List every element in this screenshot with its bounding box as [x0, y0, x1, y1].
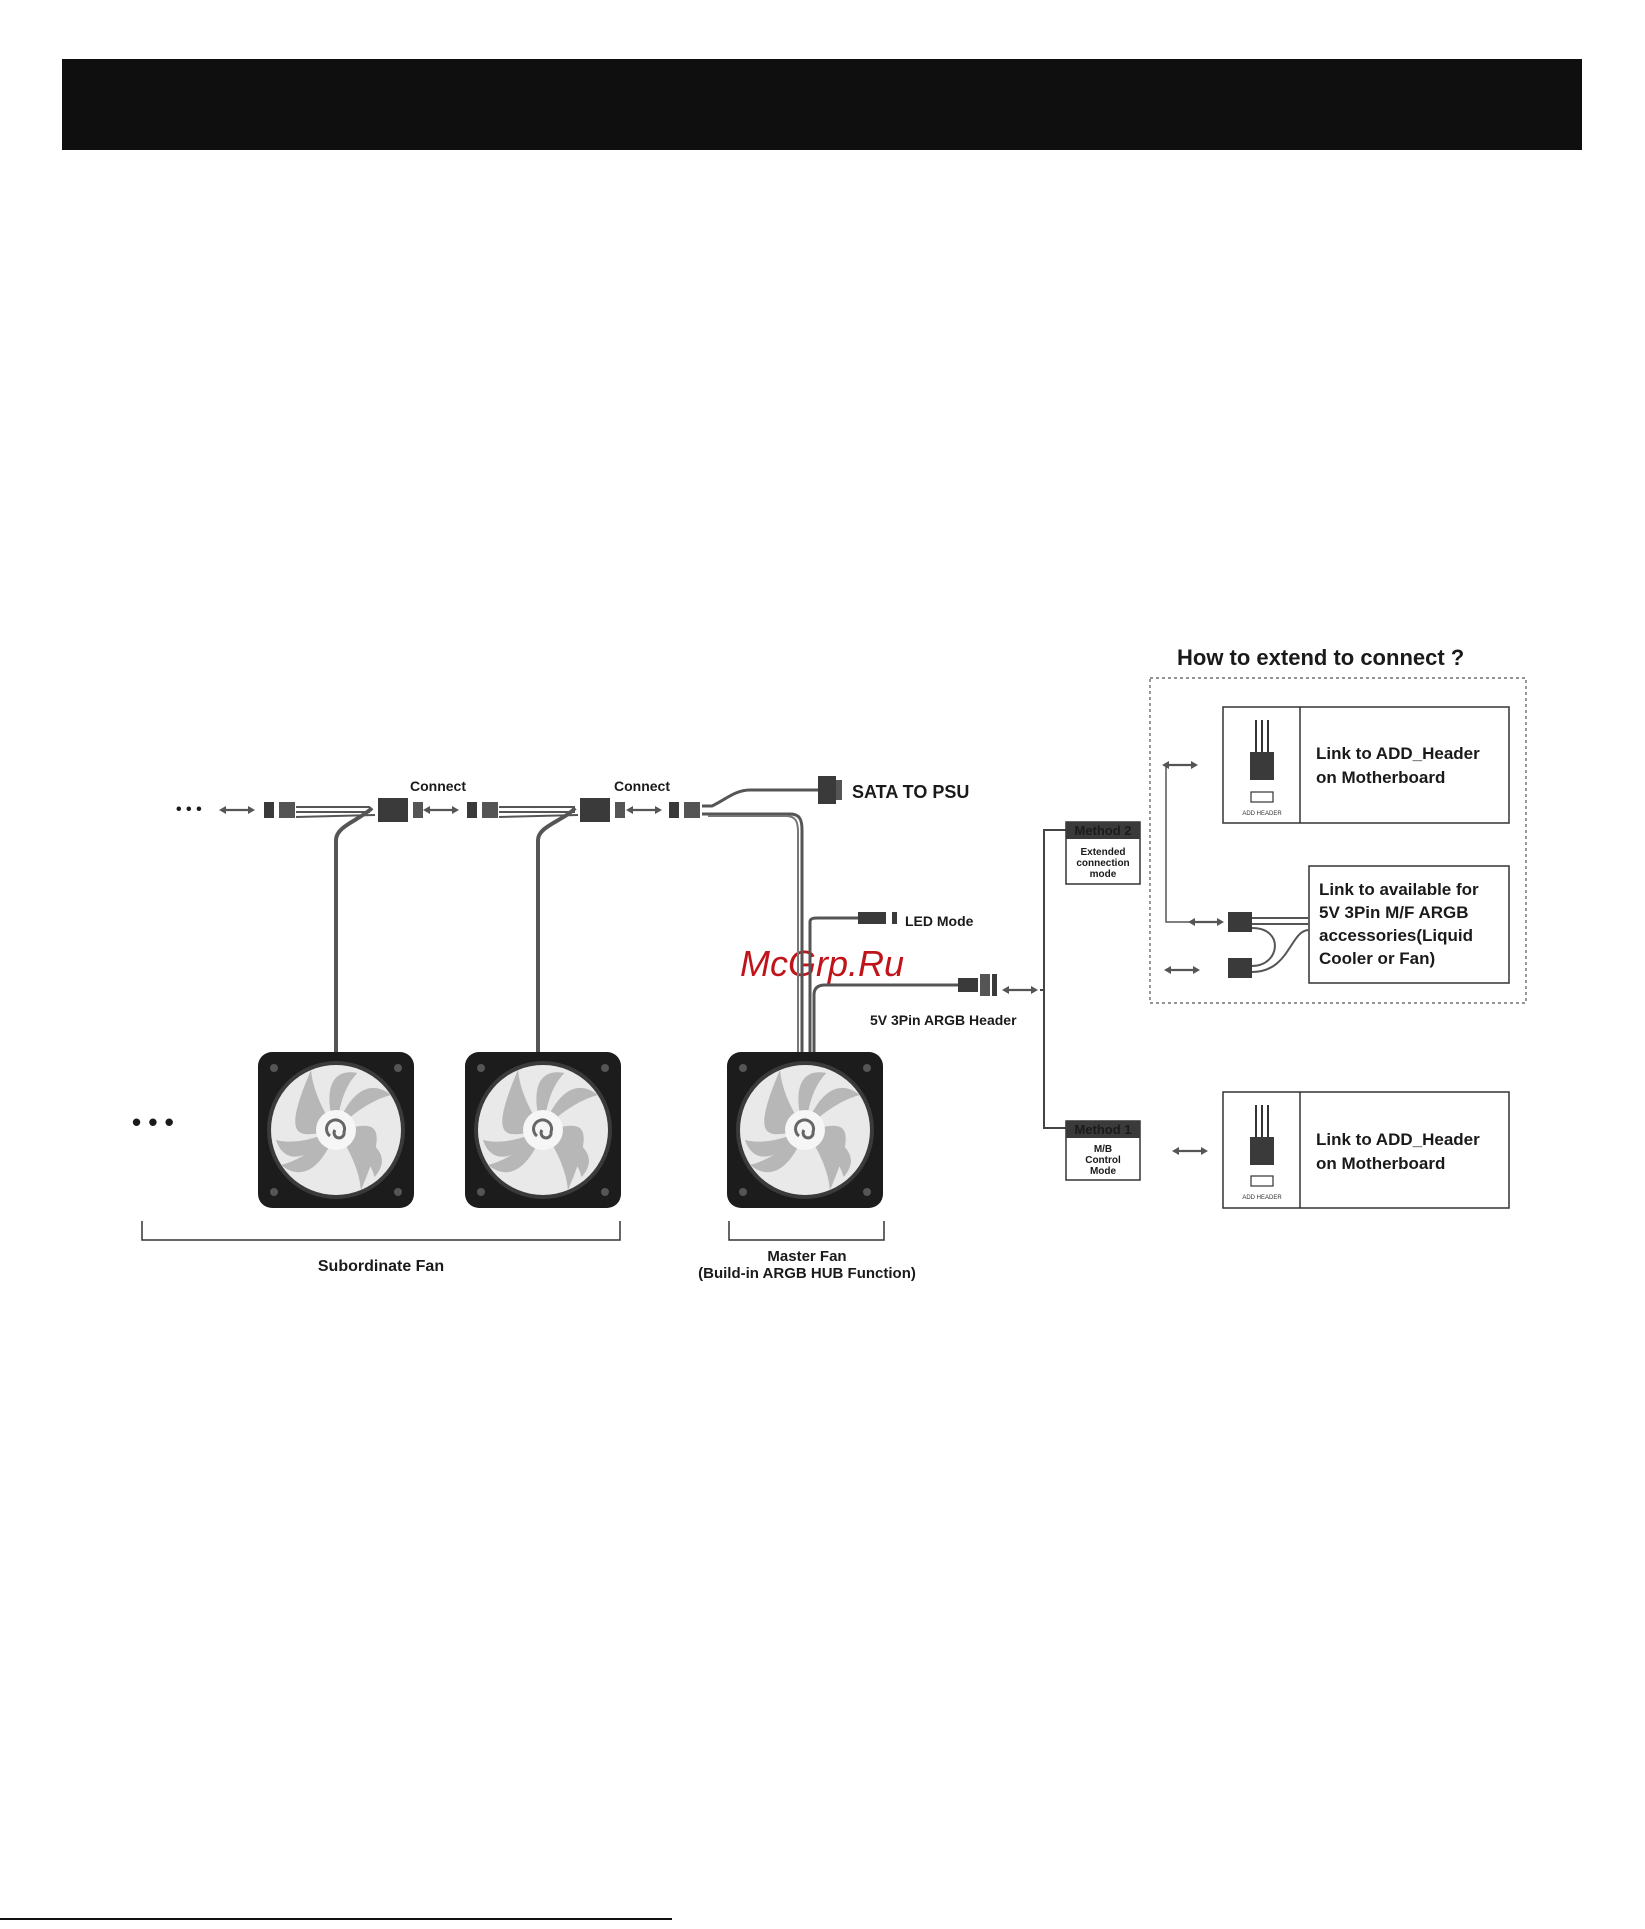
box-bottom-line1: Link to ADD_Header — [1316, 1130, 1480, 1149]
subordinate-bracket — [141, 1221, 621, 1241]
ellipsis-left-small: • • • — [176, 801, 202, 818]
argb-header-plug — [958, 978, 978, 992]
method1-line3: Mode — [1090, 1166, 1117, 1177]
box-mid-line1: Link to available for — [1319, 880, 1479, 899]
method1-box: Method 1 M/B Control Mode — [1065, 1120, 1141, 1181]
method2-line2: connection — [1076, 858, 1129, 869]
add-header-caption-bottom: ADD HEADER — [1242, 1195, 1282, 1201]
add-header-icon-bottom: ADD HEADER — [1242, 1105, 1282, 1201]
box-bottom-add-header: ADD HEADER Link to ADD_Header on Motherb… — [1222, 1091, 1510, 1209]
sata-label: SATA TO PSU — [852, 782, 969, 802]
box-mid-line2: 5V 3Pin M/F ARGB — [1319, 903, 1469, 922]
led-mode-plug — [858, 912, 886, 924]
method2-box: Method 2 Extended connection mode — [1065, 821, 1141, 885]
master-label-2: (Build-in ARGB HUB Function) — [698, 1265, 916, 1282]
box-top-line1: Link to ADD_Header — [1316, 744, 1480, 763]
box-mid-accessories: Link to available for 5V 3Pin M/F ARGB a… — [1308, 865, 1510, 984]
chain-connector-2 — [378, 798, 423, 822]
chain-connector-4 — [580, 798, 625, 822]
method1-line2: Control — [1085, 1155, 1121, 1166]
method-branch-lines — [1040, 829, 1066, 1129]
method2-line3: mode — [1090, 869, 1117, 880]
box-top-add-header: ADD HEADER Link to ADD_Header on Motherb… — [1222, 706, 1510, 824]
connect-label-1: Connect — [410, 778, 466, 794]
chain-connector-1 — [264, 802, 295, 818]
box-top-line2: on Motherboard — [1316, 768, 1445, 787]
footer-line — [0, 1918, 672, 1920]
bottom-arrow — [1170, 1145, 1210, 1157]
extend-dashed-frame — [1149, 677, 1527, 1004]
master-fan — [725, 1050, 885, 1210]
chain-arrow-2 — [421, 804, 461, 816]
mid-arrow-1 — [1186, 916, 1226, 928]
daisy-chain-cables: • • • Connect Connect — [176, 776, 1040, 1055]
subordinate-label: Subordinate Fan — [318, 1258, 444, 1275]
subordinate-fan-1 — [256, 1050, 416, 1210]
top-arrow — [1160, 759, 1200, 771]
splitter-cable — [1228, 912, 1310, 978]
chain-connector-5 — [669, 802, 700, 818]
add-header-icon-top: ADD HEADER — [1242, 720, 1282, 817]
mid-arrow-2 — [1162, 964, 1202, 976]
box-mid-line3: accessories(Liquid — [1319, 926, 1473, 945]
argb-header-label: 5V 3Pin ARGB Header — [870, 1012, 1017, 1028]
method1-line1: M/B — [1094, 1144, 1112, 1155]
method2-bracket — [1165, 764, 1208, 923]
chain-connector-3 — [467, 802, 498, 818]
header-bar — [62, 59, 1582, 150]
chain-arrow-3 — [624, 804, 664, 816]
master-bracket — [728, 1221, 885, 1241]
add-header-caption-top: ADD HEADER — [1242, 811, 1282, 817]
method2-badge: Method 2 — [1074, 823, 1131, 838]
method2-line1: Extended — [1080, 847, 1125, 858]
watermark-text: McGrp.Ru — [740, 943, 904, 984]
argb-arrow — [1000, 984, 1040, 996]
master-label-1: Master Fan — [767, 1248, 846, 1265]
extend-title: How to extend to connect ? — [1177, 645, 1464, 670]
sata-connector — [818, 776, 842, 804]
box-bottom-line2: on Motherboard — [1316, 1154, 1445, 1173]
method1-badge: Method 1 — [1074, 1122, 1131, 1137]
led-mode-label: LED Mode — [905, 913, 974, 929]
subordinate-fan-2 — [463, 1050, 623, 1210]
chain-arrow-1 — [217, 804, 257, 816]
ellipsis-left-large: • • • — [132, 1107, 174, 1137]
connect-label-2: Connect — [614, 778, 670, 794]
box-mid-line4: Cooler or Fan) — [1319, 949, 1435, 968]
